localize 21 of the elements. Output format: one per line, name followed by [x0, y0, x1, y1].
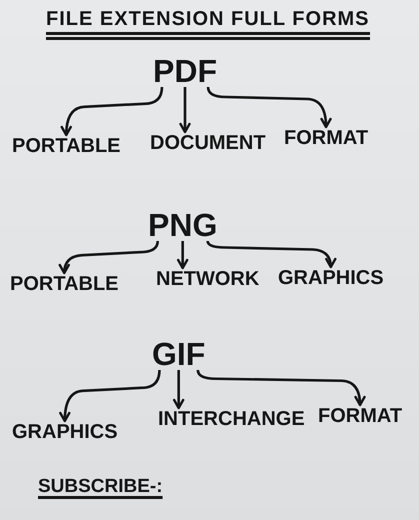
abbreviation-text: GIF — [152, 338, 206, 370]
expansion-word: PORTABLE — [12, 136, 121, 156]
expansion-word: GRAPHICS — [278, 268, 384, 288]
arrow — [59, 370, 161, 422]
subscribe-text: SUBSCRIBE-: — [38, 476, 163, 499]
arrow — [206, 240, 336, 268]
abbreviation-text: PDF — [153, 55, 217, 87]
expansion-word: FORMAT — [284, 128, 368, 148]
arrow — [172, 370, 184, 410]
arrow — [179, 87, 191, 134]
expansion-word: FORMAT — [318, 406, 402, 426]
expansion-word: PORTABLE — [10, 274, 119, 294]
title: FILE EXTENSION FULL FORMS — [46, 8, 370, 40]
arrow — [176, 241, 188, 270]
arrow — [206, 86, 332, 128]
expansion-word: GRAPHICS — [12, 422, 118, 442]
abbreviation-text: PNG — [148, 209, 218, 241]
arrow — [196, 370, 366, 406]
expansion-word: DOCUMENT — [150, 133, 266, 153]
expansion-word: INTERCHANGE — [158, 409, 305, 429]
expansion-word: NETWORK — [156, 269, 260, 289]
